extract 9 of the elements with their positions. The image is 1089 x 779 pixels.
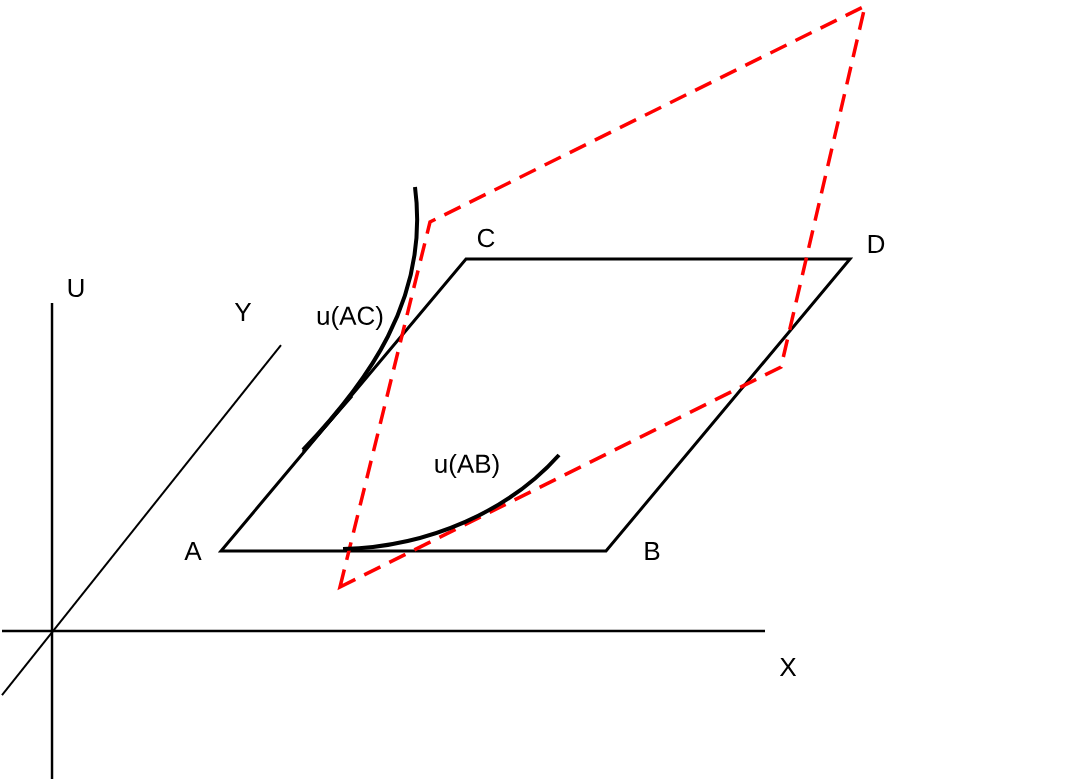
vertex-label: C [477,228,495,248]
vertex-label: D [868,235,885,253]
vertex-label: A [184,542,202,560]
vertex-label: B [645,542,660,560]
axis-label: Y [234,303,252,321]
axis-label: X [779,658,797,676]
curve-label: u(AC) [317,305,383,331]
axis-label: U [68,278,84,298]
curve-label: u(AB) [435,453,499,479]
